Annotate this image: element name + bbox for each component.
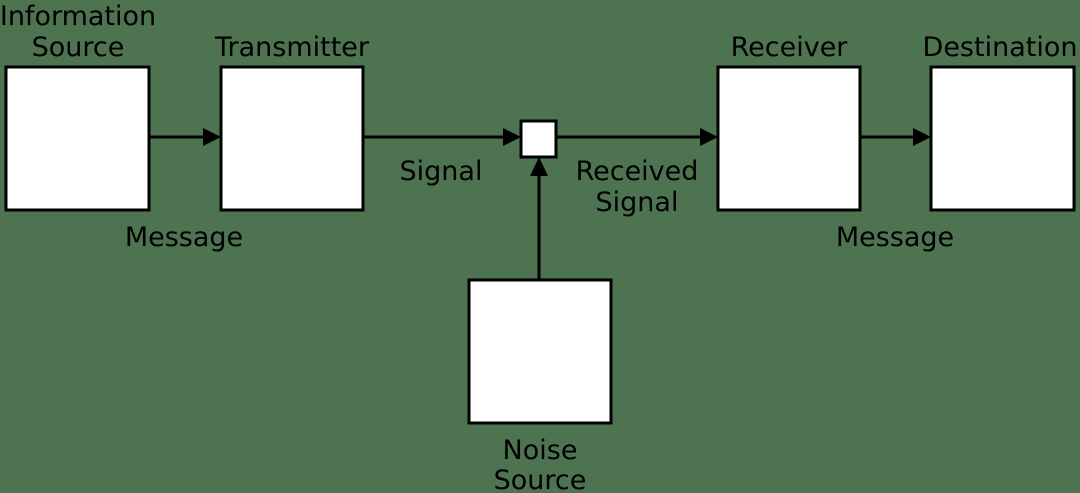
message-in-label: Message [125, 222, 243, 253]
arrowhead-receiver [700, 128, 718, 146]
arrowhead-transmitter [203, 128, 221, 146]
arrowhead-destination [913, 128, 931, 146]
destination-box [929, 65, 1076, 212]
noise-source-label-line2: Source [494, 465, 587, 493]
destination-label: Destination [923, 32, 1078, 63]
received-signal-label-line1: Received [576, 156, 699, 187]
receiver-box [716, 65, 862, 212]
noise-source-label-line1: Noise [503, 435, 578, 466]
arrowhead-mixer [503, 128, 521, 146]
signal-label: Signal [400, 156, 483, 187]
receiver-label: Receiver [731, 32, 849, 63]
noise-source-box [467, 278, 613, 425]
information-source-label-line1: Information [0, 1, 156, 32]
message-out-label: Message [836, 222, 954, 253]
received-signal-label-line2: Signal [596, 187, 679, 218]
transmitter-box [219, 65, 365, 212]
arrowhead-noise [530, 157, 548, 176]
transmitter-label: Transmitter [214, 32, 370, 63]
information-source-label-line2: Source [32, 32, 125, 63]
information-source-box [4, 65, 151, 212]
noise-mixer-box [519, 119, 558, 159]
